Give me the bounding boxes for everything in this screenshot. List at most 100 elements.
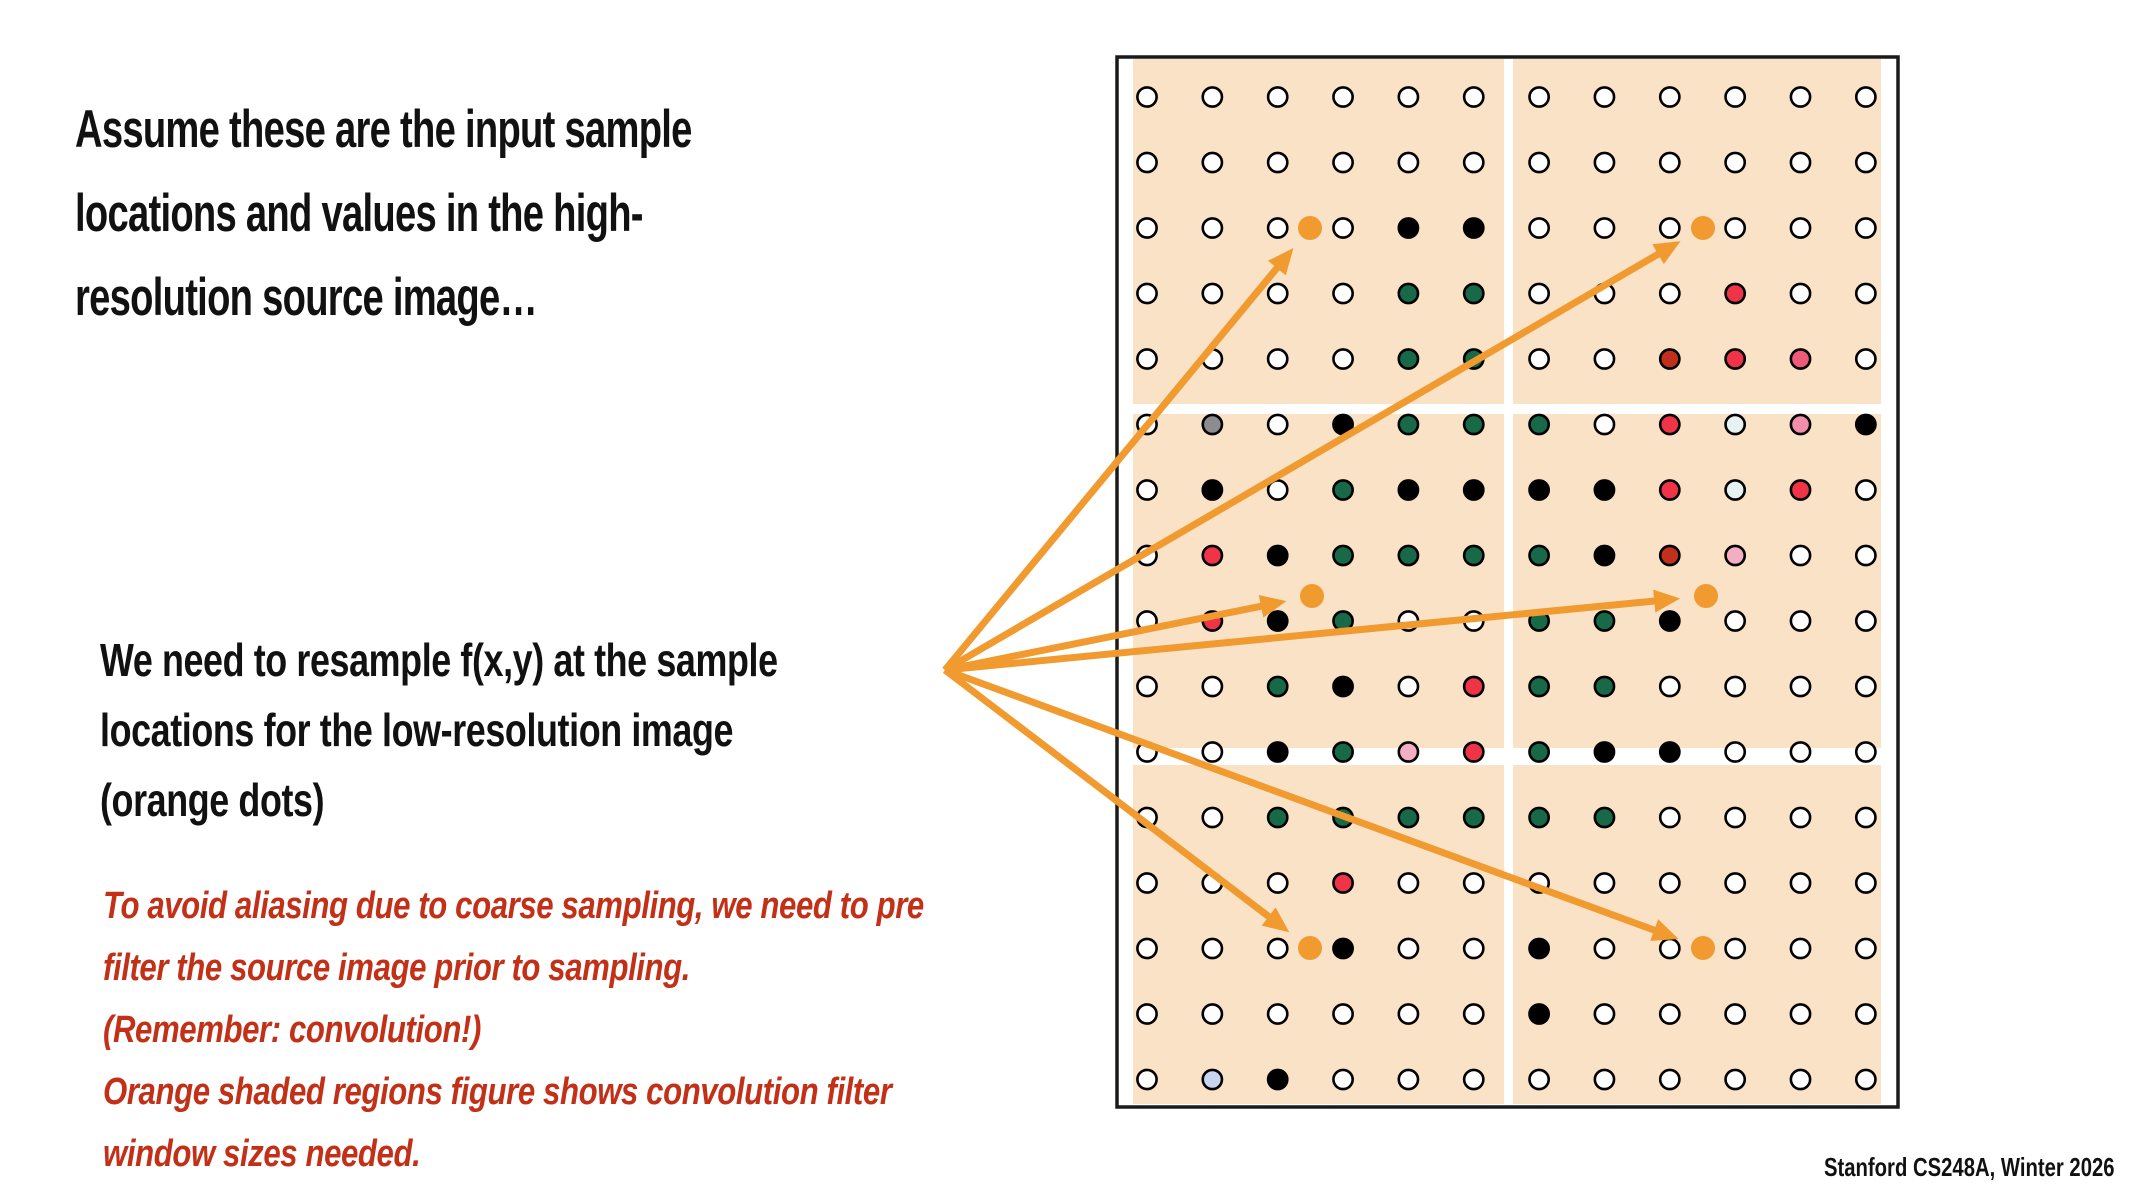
grid-dot xyxy=(1266,86,1289,108)
grid-dot xyxy=(1789,1003,1812,1025)
grid-dot xyxy=(1724,1003,1747,1025)
grid-dot xyxy=(1593,872,1616,894)
grid-dot xyxy=(1724,806,1747,829)
text-line: (Remember: convolution!) xyxy=(103,1009,481,1051)
grid-dot xyxy=(1266,806,1289,829)
grid-dot xyxy=(1789,348,1812,370)
grid-dot xyxy=(1332,872,1354,894)
grid-dot xyxy=(1724,151,1747,174)
grid-dot xyxy=(1462,282,1485,305)
grid-dot xyxy=(1593,151,1616,174)
grid-dot xyxy=(1332,86,1354,108)
text-line: Assume these are the input sample xyxy=(75,100,692,159)
grid-dot xyxy=(1397,348,1420,370)
grid-dot xyxy=(1593,413,1616,436)
grid-dot xyxy=(1658,610,1681,632)
filter-window-region xyxy=(1133,765,1504,1104)
grid-dot xyxy=(1789,806,1812,829)
grid-dot xyxy=(1266,282,1289,305)
grid-dot xyxy=(1201,1068,1224,1091)
grid-dot xyxy=(1658,348,1681,370)
grid-dot xyxy=(1789,413,1812,436)
grid-dot xyxy=(1462,151,1485,174)
grid-dot xyxy=(1201,86,1224,108)
grid-dot xyxy=(1136,282,1158,305)
grid-dot xyxy=(1266,1003,1289,1025)
grid-dot xyxy=(1593,479,1616,501)
grid-dot xyxy=(1266,872,1289,894)
low-res-sample-dot xyxy=(1691,936,1715,960)
grid-dot xyxy=(1593,675,1616,698)
resample-arrowhead xyxy=(1652,241,1681,265)
filter-window-region xyxy=(1513,765,1881,1104)
grid-dot xyxy=(1658,937,1681,960)
grid-dot xyxy=(1658,544,1681,567)
grid-dot xyxy=(1136,1068,1158,1091)
resample-arrowhead xyxy=(1268,248,1294,276)
grid-dot xyxy=(1528,348,1551,370)
grid-dot xyxy=(1397,741,1420,763)
grid-dot xyxy=(1724,282,1747,305)
grid-dot xyxy=(1462,479,1485,501)
grid-dot xyxy=(1201,675,1224,698)
grid-dot xyxy=(1724,1068,1747,1091)
text-line: locations and values in the high- xyxy=(75,184,644,243)
low-res-sample-dot xyxy=(1694,584,1718,608)
grid-dot xyxy=(1332,1003,1354,1025)
grid-dot xyxy=(1854,937,1877,960)
grid-dot xyxy=(1854,282,1877,305)
grid-dot xyxy=(1332,479,1354,501)
grid-dot xyxy=(1854,86,1877,108)
grid-dot xyxy=(1201,282,1224,305)
grid-dot xyxy=(1201,217,1224,239)
grid-dot xyxy=(1462,741,1485,763)
grid-dot xyxy=(1854,872,1877,894)
grid-dot xyxy=(1332,282,1354,305)
grid-dot xyxy=(1854,1068,1877,1091)
grid-dot xyxy=(1658,872,1681,894)
grid-dot xyxy=(1332,937,1354,960)
grid-dot xyxy=(1136,872,1158,894)
grid-dot xyxy=(1266,937,1289,960)
grid-dot xyxy=(1462,544,1485,567)
resample-arrowhead xyxy=(1650,919,1679,941)
grid-dot xyxy=(1201,1003,1224,1025)
grid-dot xyxy=(1397,479,1420,501)
grid-dot xyxy=(1593,610,1616,632)
grid-dot xyxy=(1462,1003,1485,1025)
grid-dot xyxy=(1658,151,1681,174)
course-footer: Stanford CS248A, Winter 2026 xyxy=(1824,1152,2115,1182)
grid-dot xyxy=(1593,217,1616,239)
grid-dot xyxy=(1789,741,1812,763)
grid-dot xyxy=(1658,86,1681,108)
low-res-sample-dot xyxy=(1300,584,1324,608)
grid-dot xyxy=(1266,1068,1289,1091)
low-res-sample-dot xyxy=(1691,216,1715,240)
grid-dot xyxy=(1201,151,1224,174)
grid-dot xyxy=(1658,413,1681,436)
grid-dot xyxy=(1462,217,1485,239)
grid-dot xyxy=(1724,675,1747,698)
grid-dot xyxy=(1854,806,1877,829)
grid-dot xyxy=(1528,479,1551,501)
grid-dot xyxy=(1201,741,1224,763)
grid-dot xyxy=(1266,675,1289,698)
grid-dot xyxy=(1724,610,1747,632)
grid-dot xyxy=(1854,348,1877,370)
grid-dot xyxy=(1854,610,1877,632)
grid-dot xyxy=(1724,479,1747,501)
grid-dot xyxy=(1789,872,1812,894)
grid-dot xyxy=(1397,806,1420,829)
low-res-sample-dot xyxy=(1298,216,1322,240)
grid-dot xyxy=(1462,806,1485,829)
grid-dot xyxy=(1854,151,1877,174)
text-line: (orange dots) xyxy=(100,774,325,826)
grid-dot xyxy=(1724,348,1747,370)
resample-arrow xyxy=(942,261,1284,673)
resample-arrow xyxy=(943,248,1666,674)
text-line: locations for the low-resolution image xyxy=(100,704,734,756)
grid-dot xyxy=(1593,544,1616,567)
grid-dot xyxy=(1397,217,1420,239)
grid-dot xyxy=(1528,544,1551,567)
grid-dot xyxy=(1462,937,1485,960)
